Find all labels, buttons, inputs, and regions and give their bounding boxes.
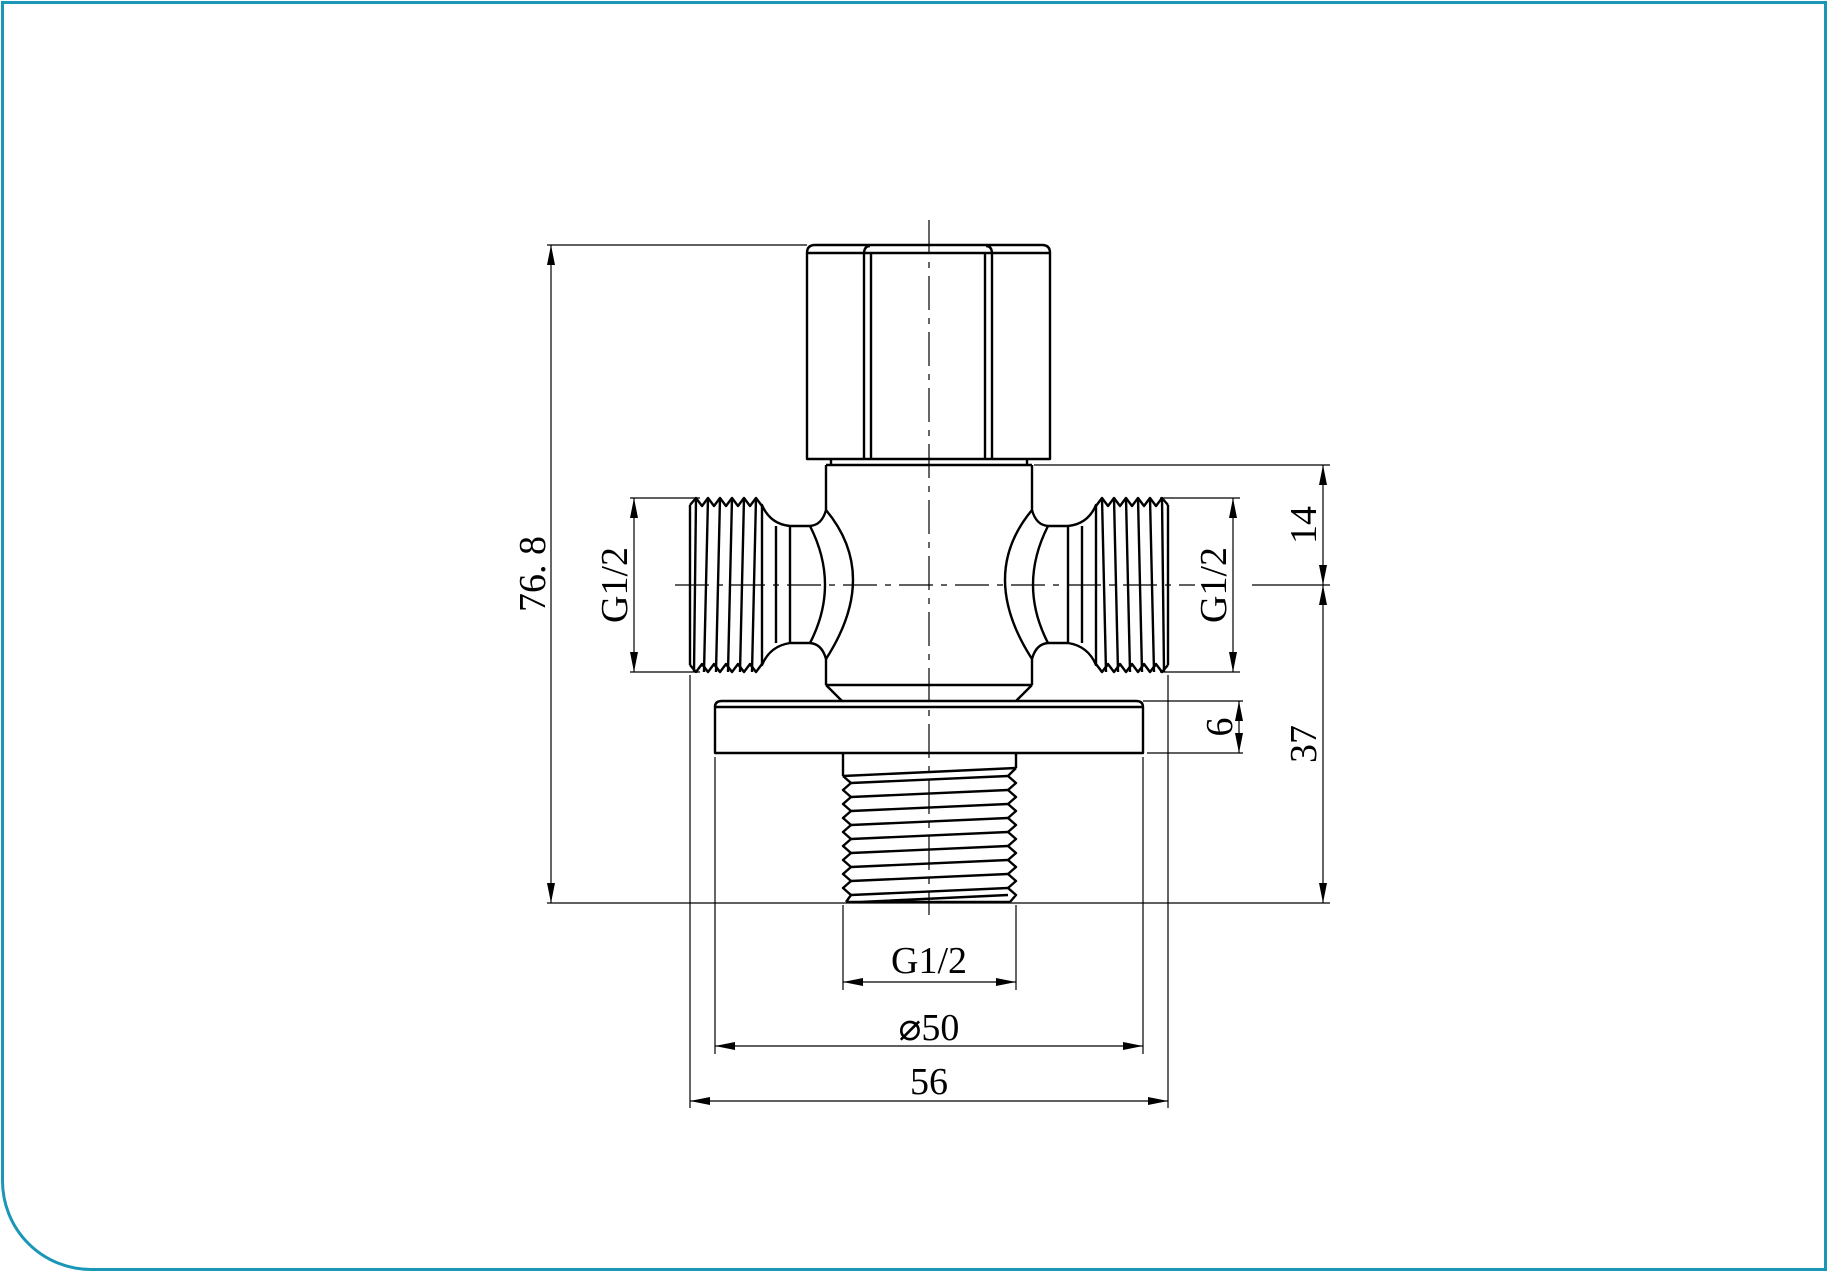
dim-right-thread: G1/2 — [1193, 547, 1235, 623]
dim-bottom-thread: G1/2 — [891, 940, 967, 982]
dim-overall-width: 56 — [910, 1061, 948, 1103]
flange — [713, 699, 1145, 755]
valve-cap — [805, 243, 1052, 461]
left-thread — [688, 496, 792, 674]
dim-left-thread: G1/2 — [594, 547, 636, 623]
bottom-thread — [841, 753, 1018, 904]
centerlines — [675, 220, 1195, 915]
dimension-lines — [547, 245, 1327, 1105]
dim-flange-thickness: 6 — [1199, 718, 1241, 737]
valve-body — [790, 463, 1068, 702]
dim-lower-height: 37 — [1283, 725, 1325, 763]
extension-lines — [547, 244, 1330, 1108]
right-thread — [1066, 496, 1170, 674]
dimension-labels: 76. 8 G1/2 G1/2 14 37 6 G1/2 ⌀50 56 — [512, 506, 1325, 1103]
dim-upper-offset: 14 — [1283, 506, 1325, 544]
dim-overall-height: 76. 8 — [512, 536, 554, 612]
dim-flange-diameter: ⌀50 — [899, 1007, 960, 1049]
